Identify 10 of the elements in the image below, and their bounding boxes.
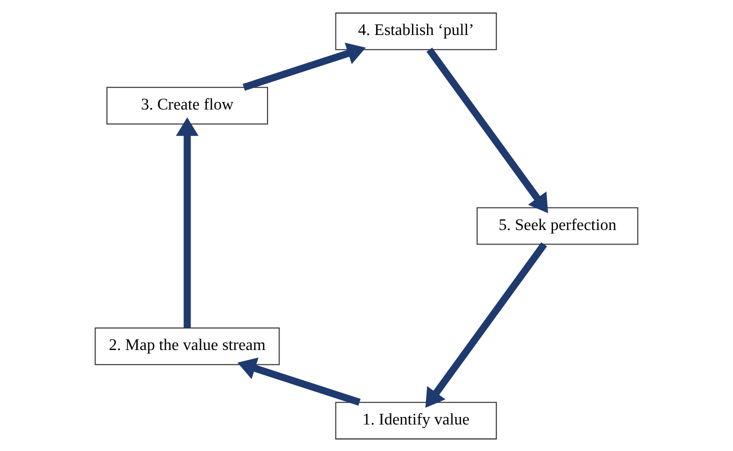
arrow <box>425 242 548 408</box>
arrow <box>176 116 199 328</box>
node-box: 5. Seek perfection <box>476 206 638 244</box>
node-box: 4. Establish ‘pull’ <box>335 12 497 50</box>
arrow <box>242 42 366 90</box>
node-box: 3. Create flow <box>106 86 268 124</box>
arrow <box>237 357 361 406</box>
node-box: 1. Identify value <box>335 401 497 439</box>
node-box: 2. Map the value stream <box>94 326 280 365</box>
arrow <box>426 47 548 213</box>
